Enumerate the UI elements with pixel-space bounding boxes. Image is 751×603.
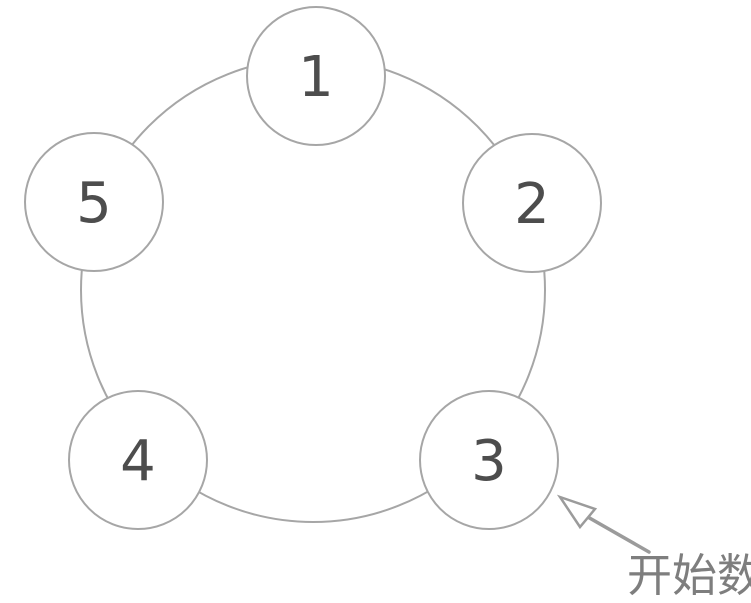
node-3-label: 3	[471, 429, 507, 494]
node-4-label: 4	[120, 429, 156, 494]
start-annotation: 开始数	[556, 494, 751, 602]
node-2: 2	[462, 133, 602, 273]
node-3-circle	[419, 390, 559, 530]
node-1: 1	[246, 6, 386, 146]
node-5-label: 5	[76, 171, 112, 236]
node-5: 5	[24, 132, 164, 272]
node-4: 4	[68, 390, 208, 530]
node-2-circle	[462, 133, 602, 273]
arrow-shaft	[584, 514, 651, 554]
node-1-label: 1	[298, 45, 334, 110]
node-5-circle	[24, 132, 164, 272]
node-1-circle	[246, 6, 386, 146]
arrow-head-icon	[556, 494, 598, 530]
node-2-label: 2	[514, 172, 550, 237]
annotation-label: 开始数	[627, 549, 751, 602]
node-3: 3	[419, 390, 559, 530]
node-4-circle	[68, 390, 208, 530]
